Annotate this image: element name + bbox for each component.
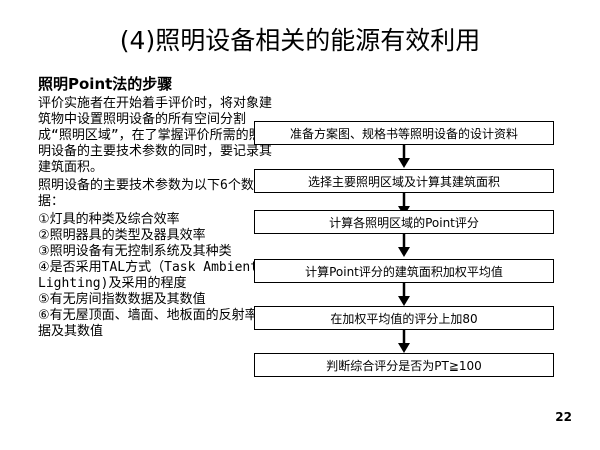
parameter-item: ①灯具的种类及综合效率 [38, 212, 180, 227]
parameter-item: ④是否采用TAL方式（Task Ambient Lighting)及采用的程度 [38, 260, 259, 291]
flow-step-1: 准备方案图、规格书等照明设备的设计资料 [254, 121, 554, 145]
arrow-down-icon [398, 234, 410, 257]
arrow-down-icon [398, 145, 410, 168]
flow-step-4: 计算Point评分的建筑面积加权平均值 [254, 259, 554, 283]
arrow-down-icon [398, 330, 410, 353]
intro-paragraph: 评价实施者在开始着手评价时，将对象建筑物中设置照明设备的所有空间分割成“照明区域… [38, 96, 273, 175]
flow-step-2: 选择主要照明区域及计算其建筑面积 [254, 169, 554, 193]
section-subtitle: 照明Point法的步骤 [38, 75, 173, 93]
slide-title: (4)照明设备相关的能源有效利用 [119, 26, 481, 55]
flow-step-5: 在加权平均值的评分上加80 [254, 306, 554, 330]
arrow-down-icon [398, 283, 410, 306]
parameter-item: ⑤有无房间指数数据及其数值 [38, 292, 206, 307]
steps-description: 照明Point法的步骤 评价实施者在开始着手评价时，将对象建筑物中设置照明设备的… [38, 74, 274, 340]
flow-step-6: 判断综合评分是否为PT≧100 [254, 353, 554, 377]
parameter-item: ③照明设备有无控制系统及其种类 [38, 244, 232, 259]
parameter-item: ②照明器具的类型及器具效率 [38, 228, 206, 243]
parameter-item: ⑥有无屋顶面、墙面、地板面的反射率数据及其数值 [38, 308, 271, 339]
flow-step-3: 计算各照明区域的Point评分 [254, 210, 554, 234]
parameters-intro: 照明设备的主要技术参数为以下6个数据： [38, 178, 254, 209]
page-number: 22 [555, 410, 572, 424]
